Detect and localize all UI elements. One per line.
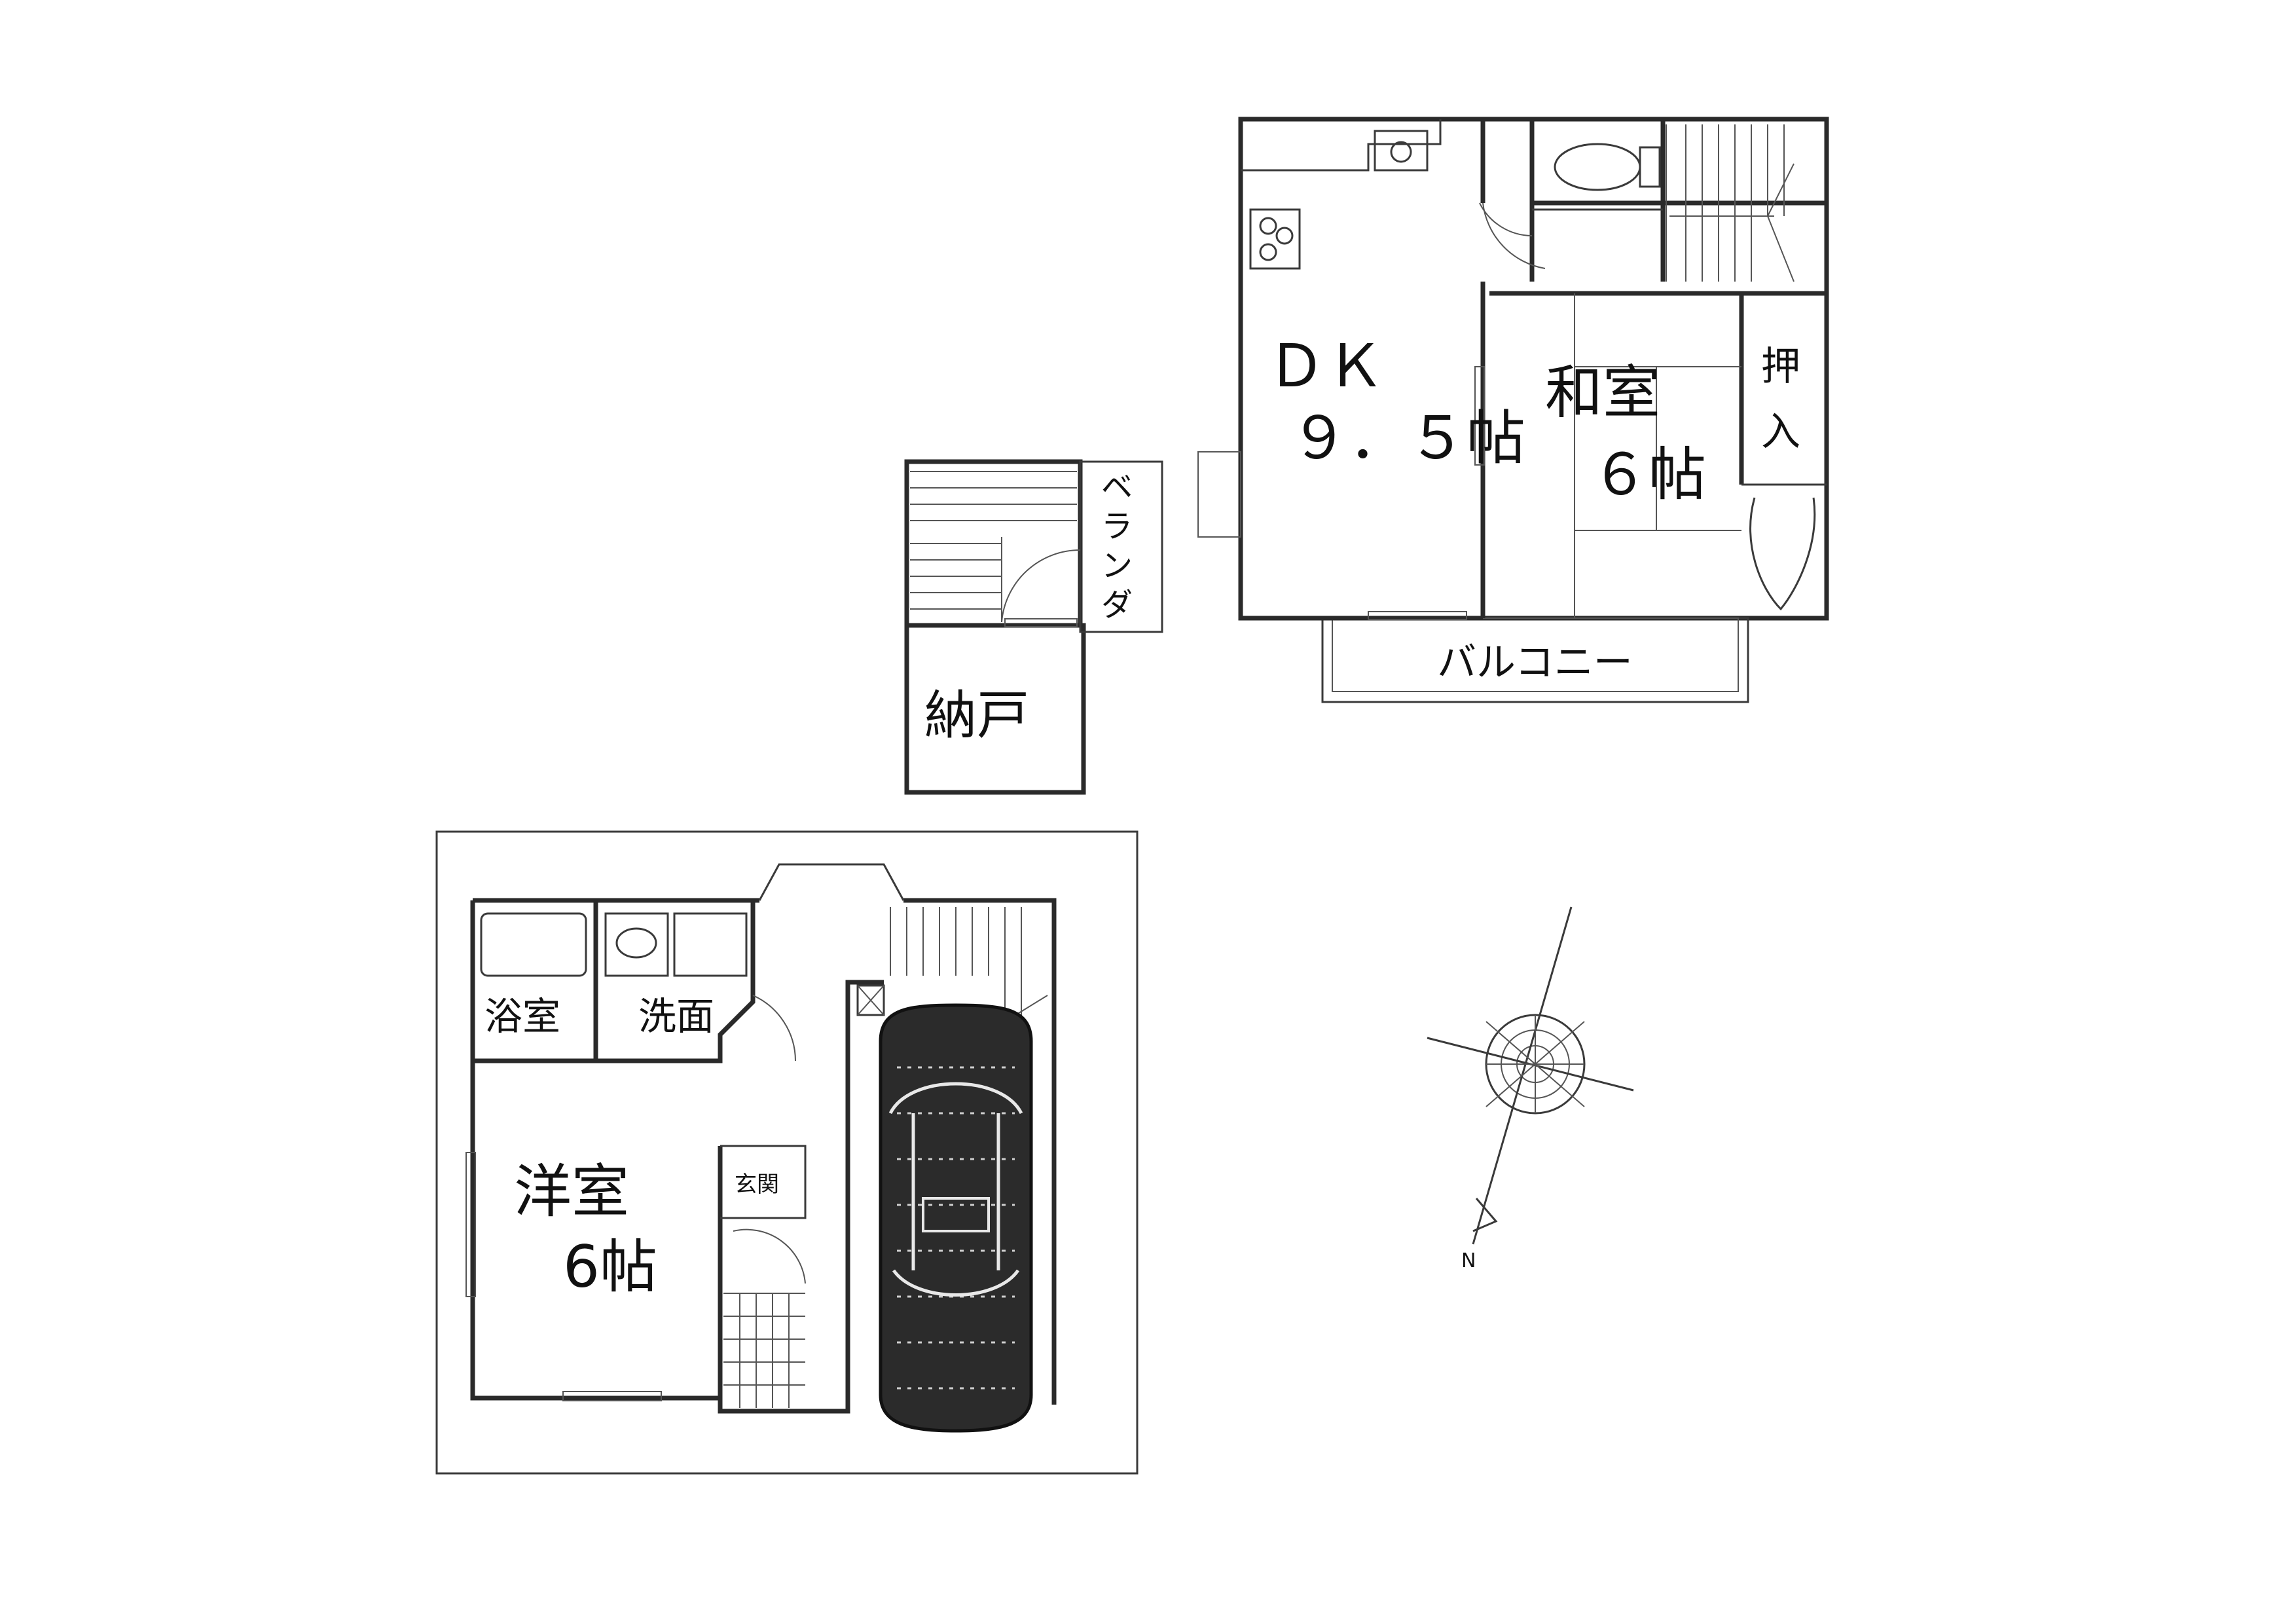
veranda-char-2: ラ bbox=[1101, 508, 1133, 545]
youshitsu-size: 6帖 bbox=[563, 1233, 657, 1301]
lot-boundary bbox=[435, 830, 1139, 1475]
bath-label: 浴室 bbox=[484, 994, 560, 1039]
veranda-outline bbox=[1079, 460, 1163, 633]
ground-floor: 浴室 洗面 玄関 洋室 6帖 bbox=[435, 830, 1139, 1475]
oshiire-label-1: 押 bbox=[1761, 344, 1800, 390]
nando-label: 納戸 bbox=[924, 685, 1029, 746]
compass-icon: N bbox=[1427, 906, 1634, 1272]
stove-icon bbox=[1249, 208, 1301, 270]
veranda-char-4: ダ bbox=[1101, 587, 1133, 623]
upper-floor: ＤＫ ９．５帖 和室 ６帖 押 入 バルコニー bbox=[1197, 117, 1829, 703]
mezzanine: ベ ラ ン ダ 納戸 bbox=[904, 459, 1163, 795]
nando-outline bbox=[904, 623, 1086, 795]
veranda-char-3: ン bbox=[1101, 547, 1133, 584]
door-swing bbox=[1482, 202, 1546, 269]
balcony-label: バルコニー bbox=[1437, 640, 1633, 686]
washitsu-size: ６帖 bbox=[1591, 441, 1706, 508]
washbasin-icon bbox=[604, 912, 669, 977]
oshiire-fixture bbox=[1749, 497, 1816, 611]
youshitsu-label: 洋室 bbox=[514, 1158, 629, 1225]
washroom-label: 洗面 bbox=[638, 994, 714, 1039]
sink-icon bbox=[1374, 130, 1429, 172]
entrance-label: 玄関 bbox=[735, 1172, 779, 1198]
dk-label: ＤＫ bbox=[1267, 332, 1385, 401]
closet-x-icon bbox=[856, 984, 885, 1016]
north-label: N bbox=[1461, 1249, 1476, 1272]
washitsu-label: 和室 bbox=[1545, 359, 1660, 426]
oshiire-label-2: 入 bbox=[1761, 409, 1800, 455]
upper-stairs bbox=[1666, 124, 1795, 282]
dk-size: ９．５帖 bbox=[1290, 404, 1525, 473]
car-icon bbox=[879, 1003, 1033, 1433]
window bbox=[1197, 451, 1241, 538]
genkan-tiles bbox=[723, 1293, 805, 1408]
toilet-icon bbox=[1554, 143, 1641, 191]
mezzanine-stairs bbox=[910, 471, 1077, 622]
bathtub-icon bbox=[480, 912, 587, 977]
veranda-char-1: ベ bbox=[1101, 469, 1133, 506]
